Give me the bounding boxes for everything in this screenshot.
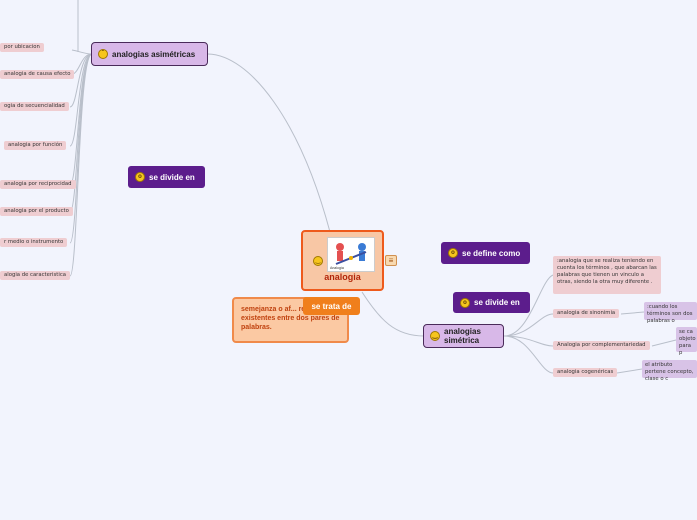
right-item-sinonimia[interactable]: analogia de sinonimia [553, 309, 619, 318]
surprised-face-icon: o [460, 298, 470, 308]
left-item-funcion[interactable]: analogia por función [4, 141, 66, 150]
left-item-ubicacion[interactable]: por ubicacion [0, 43, 44, 52]
badge-define[interactable]: o se define como [441, 242, 530, 264]
right-detail-cogenericas[interactable]: el atributo pertene concepto, clase o c [642, 360, 697, 378]
badge-define-label: se define como [462, 249, 520, 258]
right-item-cogenericas[interactable]: analogia cogenéricas [553, 368, 617, 377]
subtopic-asimetricas-label: analogias asimétricas [112, 50, 195, 59]
badge-divide-left[interactable]: o se divide en [128, 166, 205, 188]
right-detail-sinonimia[interactable]: :cuando los términos son dos palabras o [644, 302, 697, 320]
central-title: analogia [303, 272, 382, 282]
subtopic-simetrica-label: analogias simétrica [444, 327, 497, 345]
smile-face-icon: ‿ [430, 331, 440, 341]
sad-face-icon: ˘ [98, 49, 108, 59]
left-item-caracteristica[interactable]: alogia de caracteristica [0, 271, 70, 280]
central-image: Analogía [327, 237, 375, 272]
right-detail-complementariedad[interactable]: se ca objeto para p [676, 327, 697, 352]
right-definition[interactable]: :analogia que se realiza teniendo en cue… [553, 256, 661, 294]
left-item-instrumento[interactable]: r medio o instrumento [0, 238, 67, 247]
surprised-face-icon: o [448, 248, 458, 258]
central-image-caption: Analogía [330, 266, 344, 270]
left-item-producto[interactable]: analogia por el producto [0, 207, 73, 216]
subtopic-asimetricas[interactable]: ˘ analogias asimétricas [91, 42, 208, 66]
badge-trata[interactable]: se trata de [303, 297, 360, 315]
subtopic-simetrica[interactable]: ‿ analogias simétrica [423, 324, 504, 348]
left-item-causa-efecto[interactable]: analogia de causa efecto [0, 70, 74, 79]
surprised-face-icon: o [135, 172, 145, 182]
left-item-reciprocidad[interactable]: analogia por reciprocidad [0, 180, 76, 189]
badge-trata-label: se trata de [311, 302, 351, 311]
smile-face-icon: ‿ [313, 256, 323, 266]
badge-divide-right-label: se divide en [474, 298, 520, 307]
left-item-secuencialidad[interactable]: ogia de secuencialidad [0, 102, 69, 111]
central-topic[interactable]: ‿ Analogía analogia [301, 230, 384, 291]
badge-divide-left-label: se divide en [149, 173, 195, 182]
notes-icon[interactable]: ≡ [385, 255, 397, 266]
badge-divide-right[interactable]: o se divide en [453, 292, 530, 313]
right-item-complementariedad[interactable]: Analogia por complementariedad [553, 341, 650, 350]
